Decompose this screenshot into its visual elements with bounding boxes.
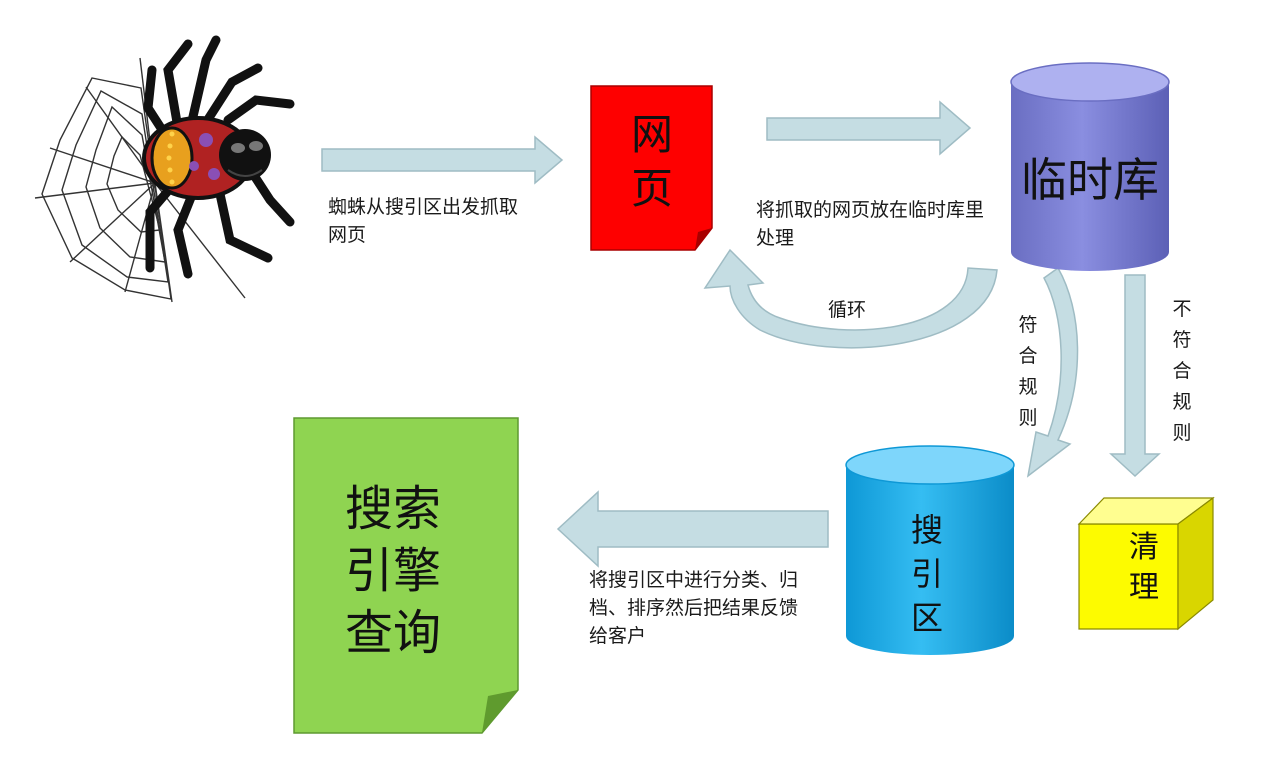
label-classify: 将搜引区中进行分类、归档、排序然后把结果反馈给客户 bbox=[589, 569, 799, 647]
label-not-match-rules: 不符合规则 bbox=[1172, 298, 1192, 444]
search-label: 搜索引擎查询 bbox=[344, 481, 441, 661]
index-db-node bbox=[845, 445, 1015, 655]
arrow-spider-to-webpage bbox=[321, 135, 564, 185]
arrow-webpage-to-temp-db bbox=[766, 100, 972, 156]
temp-db-node bbox=[1010, 62, 1170, 271]
label-spider-crawl: 蜘蛛从搜引区出发抓取网页 bbox=[328, 196, 519, 246]
arrow-temp-to-index bbox=[1026, 266, 1079, 478]
clean-label: 清理 bbox=[1129, 530, 1159, 605]
spider-icon bbox=[34, 35, 295, 303]
search-node bbox=[293, 417, 519, 734]
arrow-index-to-search bbox=[556, 490, 829, 568]
arrow-temp-to-clean bbox=[1109, 274, 1161, 478]
webpage-label: 网页 bbox=[630, 110, 673, 213]
label-match-rules: 符合规则 bbox=[1018, 314, 1038, 429]
temp-db-label: 临时库 bbox=[1021, 153, 1159, 207]
index-db-label: 搜引区 bbox=[910, 511, 943, 637]
label-store-temp: 将抓取的网页放在临时库里处理 bbox=[756, 199, 985, 249]
clean-node bbox=[1077, 496, 1215, 631]
webpage-node bbox=[590, 85, 713, 251]
label-loop: 循环 bbox=[828, 299, 867, 321]
loop-arrow bbox=[703, 248, 998, 349]
